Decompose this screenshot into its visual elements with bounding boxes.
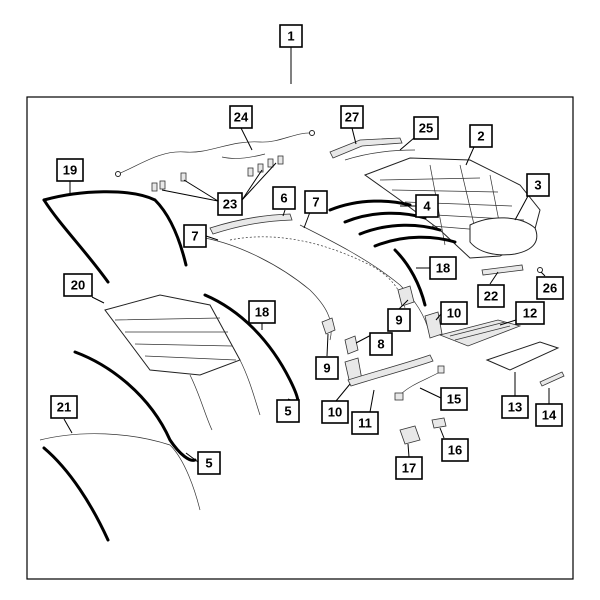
svg-text:12: 12 bbox=[523, 306, 537, 321]
part-22-bar bbox=[481, 264, 524, 276]
part-headliner bbox=[229, 236, 407, 331]
part-15-harness bbox=[394, 365, 445, 401]
callout-9-lower[interactable]: 9 bbox=[315, 356, 339, 380]
part-18-seal-rear bbox=[393, 248, 427, 307]
part-26-screw bbox=[537, 267, 543, 273]
svg-text:14: 14 bbox=[542, 408, 557, 423]
svg-text:18: 18 bbox=[255, 305, 269, 320]
callout-3[interactable]: 3 bbox=[526, 173, 550, 197]
callout-18-mid[interactable]: 18 bbox=[248, 300, 276, 324]
svg-text:18: 18 bbox=[436, 261, 450, 276]
callout-16[interactable]: 16 bbox=[441, 438, 469, 462]
callout-19[interactable]: 19 bbox=[56, 158, 84, 182]
callout-4[interactable]: 4 bbox=[415, 194, 439, 218]
callout-24[interactable]: 24 bbox=[229, 105, 253, 129]
svg-text:10: 10 bbox=[447, 306, 461, 321]
callout-2[interactable]: 2 bbox=[469, 124, 493, 148]
svg-text:25: 25 bbox=[419, 121, 433, 136]
svg-text:4: 4 bbox=[423, 199, 431, 214]
part-25-seal bbox=[344, 149, 416, 161]
part-17-connector bbox=[399, 425, 421, 445]
callout-1[interactable]: 1 bbox=[279, 24, 303, 48]
part-12-latch-cover bbox=[438, 319, 522, 347]
callout-6[interactable]: 6 bbox=[272, 186, 296, 210]
part-18-seal-mid bbox=[203, 293, 300, 404]
svg-text:2: 2 bbox=[477, 129, 484, 144]
callout-20[interactable]: 20 bbox=[63, 273, 93, 297]
svg-text:15: 15 bbox=[447, 392, 461, 407]
svg-text:5: 5 bbox=[284, 404, 291, 419]
svg-text:10: 10 bbox=[328, 405, 342, 420]
callout-25[interactable]: 25 bbox=[413, 116, 439, 140]
callout-9-upper[interactable]: 9 bbox=[387, 308, 411, 332]
callout-5-mid[interactable]: 5 bbox=[276, 399, 300, 423]
part-5-seal-a bbox=[73, 350, 197, 462]
svg-text:6: 6 bbox=[280, 191, 287, 206]
part-11-header-bar bbox=[347, 354, 434, 387]
diagram-frame bbox=[26, 96, 574, 580]
callout-15[interactable]: 15 bbox=[440, 387, 468, 411]
svg-text:7: 7 bbox=[191, 229, 198, 244]
svg-text:24: 24 bbox=[234, 110, 249, 125]
svg-text:19: 19 bbox=[63, 163, 77, 178]
callout-7-left[interactable]: 7 bbox=[183, 224, 207, 248]
svg-text:16: 16 bbox=[448, 443, 462, 458]
part-16-block bbox=[431, 417, 447, 429]
callout-8[interactable]: 8 bbox=[369, 332, 393, 356]
svg-text:9: 9 bbox=[323, 361, 330, 376]
callout-12[interactable]: 12 bbox=[515, 301, 545, 325]
part-13-trim-cover bbox=[485, 341, 560, 371]
svg-text:17: 17 bbox=[402, 461, 416, 476]
svg-text:21: 21 bbox=[57, 400, 71, 415]
svg-text:3: 3 bbox=[534, 178, 541, 193]
svg-text:22: 22 bbox=[484, 289, 498, 304]
part-27-strip bbox=[329, 137, 403, 159]
svg-text:13: 13 bbox=[508, 400, 522, 415]
callout-22[interactable]: 22 bbox=[477, 284, 505, 308]
part-9-brackets bbox=[321, 285, 415, 355]
svg-text:27: 27 bbox=[345, 110, 359, 125]
callout-23[interactable]: 23 bbox=[217, 192, 243, 216]
callout-5-lower[interactable]: 5 bbox=[197, 451, 221, 475]
callout-26[interactable]: 26 bbox=[536, 276, 564, 300]
callout-21[interactable]: 21 bbox=[50, 395, 78, 419]
svg-text:8: 8 bbox=[377, 337, 384, 352]
svg-text:7: 7 bbox=[312, 195, 319, 210]
svg-text:23: 23 bbox=[223, 197, 237, 212]
callout-10-lower[interactable]: 10 bbox=[321, 400, 349, 424]
svg-text:1: 1 bbox=[287, 29, 294, 44]
callout-10-upper[interactable]: 10 bbox=[440, 301, 468, 325]
part-21-lower-trim bbox=[39, 433, 201, 542]
part-3-rear-window bbox=[469, 217, 538, 256]
svg-text:20: 20 bbox=[71, 278, 85, 293]
svg-text:26: 26 bbox=[543, 281, 557, 296]
callout-14[interactable]: 14 bbox=[535, 403, 563, 427]
part-14-strip bbox=[539, 371, 565, 387]
part-19-front-seal bbox=[42, 190, 188, 284]
svg-text:9: 9 bbox=[395, 313, 402, 328]
svg-text:11: 11 bbox=[358, 416, 372, 431]
callout-27[interactable]: 27 bbox=[340, 105, 364, 129]
part-24-cable bbox=[115, 130, 315, 177]
callout-7-upper[interactable]: 7 bbox=[304, 190, 328, 214]
part-20-front-section bbox=[104, 294, 261, 431]
callout-11[interactable]: 11 bbox=[351, 411, 379, 435]
part-23-clips bbox=[151, 155, 284, 192]
callout-13[interactable]: 13 bbox=[501, 395, 529, 419]
callout-17[interactable]: 17 bbox=[395, 456, 423, 480]
callout-18-right[interactable]: 18 bbox=[429, 256, 457, 280]
svg-text:5: 5 bbox=[205, 456, 212, 471]
